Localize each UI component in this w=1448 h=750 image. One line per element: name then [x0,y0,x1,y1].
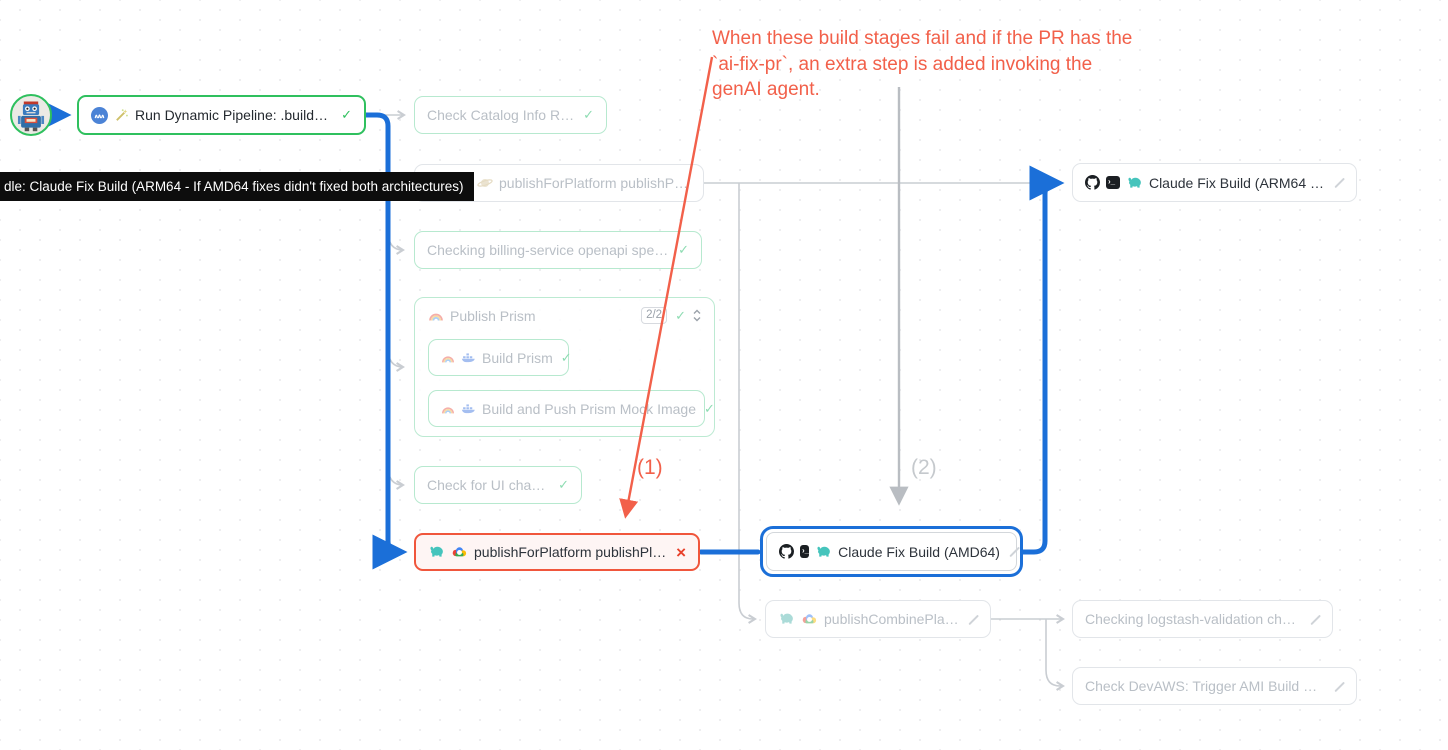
waiting-slash-icon [1334,681,1344,692]
rainbow-icon [441,353,455,363]
step-label: Claude Fix Build (ARM64 - If… [1148,174,1325,191]
magic-wand-icon [114,108,129,123]
step-build-prism[interactable]: Build Prism ✓ [428,339,572,376]
group-label: Publish Prism [450,307,536,324]
elephant-icon [778,612,795,626]
step-check-devaws-ami-build[interactable]: Check DevAWS: Trigger AMI Build With… [1072,667,1357,705]
step-label: publishForPlatform publishPl… [499,175,691,191]
github-icon [779,544,794,559]
check-icon: ✓ [341,107,352,122]
step-label: Run Dynamic Pipeline: .buildkite/… [135,107,334,123]
gcp-cloud-icon [801,613,818,625]
terminal-icon: ›_ [800,545,810,558]
saturn-icon [477,175,493,191]
step-publishforplatform-failed[interactable]: publishForPlatform publishPlatfo… × [414,533,700,571]
github-icon [1085,175,1100,190]
annotation-note: When these build stages fail and if the … [712,28,1133,100]
step-label: publishCombinePlatform [824,611,959,627]
check-icon: ✓ [560,349,572,365]
elephant-icon [1126,176,1143,190]
fail-x-icon: × [676,542,686,562]
step-label: Checking logstash-validation changes [1085,611,1301,627]
step-check-catalog-info[interactable]: Check Catalog Info RREs ✓ [414,96,607,134]
pipeline-plugin-icon [91,106,108,124]
annotation-label-1: (1) [637,456,663,479]
group-publish-prism[interactable]: Publish Prism 2/2 ✓ [414,297,715,437]
collapse-chevrons-icon[interactable] [692,308,702,323]
step-label: Check Catalog Info RREs [427,107,576,123]
check-icon: ✓ [703,400,715,416]
step-tooltip: dle: Claude Fix Build (ARM64 - If AMD64 … [0,172,474,201]
step-billing-openapi-check[interactable]: Checking billing-service openapi spec c…… [414,231,702,269]
step-label: Claude Fix Build (AMD64) [838,543,1000,560]
step-label: Checking billing-service openapi spec c… [427,242,671,258]
annotation-arrow-1 [619,56,714,519]
annotation-label-2: (2) [911,456,937,479]
terminal-icon: ›_ [1106,176,1120,189]
elephant-icon [815,545,832,559]
step-label: Build Prism [482,349,553,366]
check-icon: ✓ [675,307,686,323]
check-icon: ✓ [583,107,594,122]
step-publishcombineplatform[interactable]: publishCombinePlatform [765,600,991,638]
gcp-cloud-icon [451,546,468,558]
waiting-slash-icon [968,614,978,625]
build-author-avatar[interactable] [10,94,52,136]
check-icon: ✓ [678,242,689,257]
rainbow-icon [428,310,444,321]
waiting-slash-icon [1310,614,1320,625]
waiting-slash-icon [1334,177,1344,188]
step-label: publishForPlatform publishPlatfo… [474,544,669,560]
docker-whale-icon [461,403,476,414]
rainbow-icon [441,404,455,414]
step-claude-fix-build-amd64[interactable]: ›_ Claude Fix Build (AMD64) [760,526,1023,577]
step-label: Build and Push Prism Mock Image [482,400,696,417]
step-run-dynamic-pipeline[interactable]: Run Dynamic Pipeline: .buildkite/… ✓ [77,95,366,135]
step-build-push-prism-mock[interactable]: Build and Push Prism Mock Image ✓ [428,390,715,427]
step-label: Check for UI changes [427,477,551,493]
group-count-badge: 2/2 [641,307,668,324]
step-claude-fix-build-arm64[interactable]: ›_ Claude Fix Build (ARM64 - If… [1072,163,1357,202]
step-check-ui-changes[interactable]: Check for UI changes ✓ [414,466,582,504]
docker-whale-icon [461,352,476,363]
step-label: Check DevAWS: Trigger AMI Build With… [1085,678,1325,694]
check-icon: ✓ [558,477,569,492]
step-logstash-validation-check[interactable]: Checking logstash-validation changes [1072,600,1333,638]
elephant-icon [428,545,445,559]
robot-avatar-image [17,101,45,132]
